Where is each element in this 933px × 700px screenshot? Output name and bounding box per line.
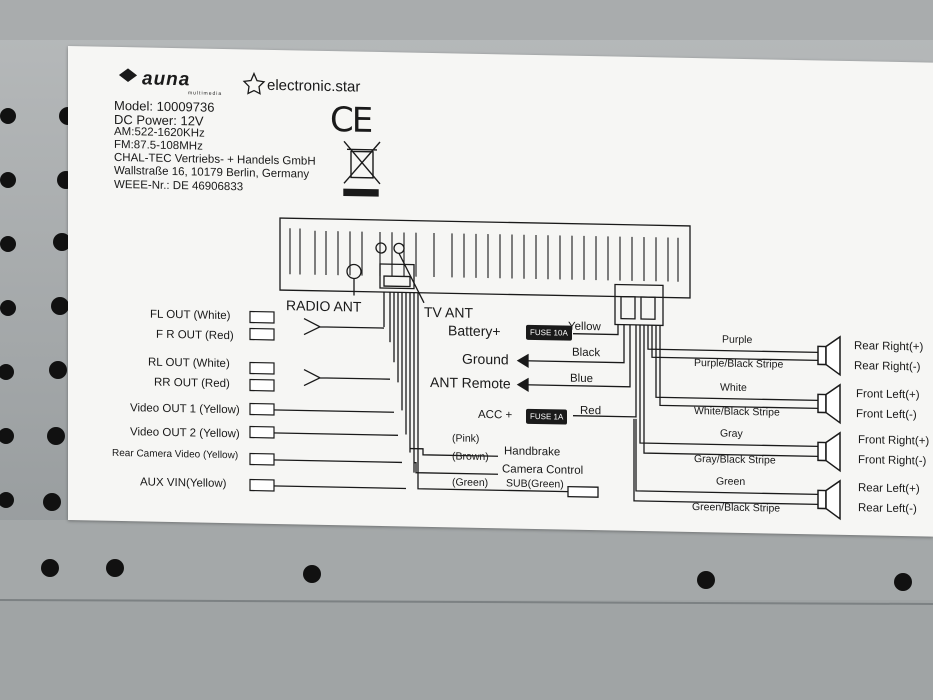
connector-fr-out: F R OUT (Red) (156, 328, 234, 343)
speaker-front-left-neg: Front Left(-) (856, 408, 917, 422)
power-battery-label: Battery+ (448, 322, 501, 340)
tv-ant-label: TV ANT (424, 303, 474, 321)
speaker-rear-left-neg: Rear Left(-) (858, 502, 917, 516)
wire-camera-control: Camera Control (502, 463, 584, 477)
head-unit-outline (279, 217, 691, 299)
connector-rr-out: RR OUT (Red) (154, 376, 230, 391)
spec-weee: WEEE-Nr.: DE 46906833 (114, 178, 244, 194)
left-harness-plug (379, 263, 415, 290)
wire-white-black: White/Black Stripe (694, 405, 780, 419)
wire-white: White (720, 381, 747, 395)
speaker-rear-left-pos: Rear Left(+) (858, 482, 920, 496)
rca-plug-icons (249, 310, 275, 492)
wire-gray: Gray (720, 427, 743, 440)
power-ant-remote-label: ANT Remote (430, 373, 511, 392)
wire-purple-black: Purple/Black Stripe (694, 357, 784, 371)
sub-plug-icon (567, 485, 599, 498)
wire-sub: SUB(Green) (506, 477, 564, 491)
radio-ant-label: RADIO ANT (286, 297, 362, 315)
right-harness-plug (614, 283, 664, 327)
auna-logo-icon (118, 68, 138, 82)
wire-green-color: (Green) (452, 476, 489, 490)
vent-slots (289, 228, 679, 282)
wiring-diagram (118, 68, 841, 521)
speaker-rear-right-pos: Rear Right(+) (854, 340, 924, 354)
connector-aux-vin: AUX VIN(Yellow) (140, 476, 227, 491)
brand-name: auna (142, 68, 191, 91)
spec-am: AM:522-1620KHz (114, 125, 205, 140)
ce-mark: CE (330, 100, 372, 141)
fuse-1a: FUSE 1A (526, 408, 568, 425)
chassis-holes (0, 107, 933, 591)
wire-pink-color: (Pink) (452, 432, 480, 445)
power-red: Red (580, 404, 602, 418)
wire-brown-color: (Brown) (452, 450, 489, 464)
speaker-front-right-pos: Front Right(+) (858, 434, 930, 448)
partner-brand: electronic.star (267, 76, 361, 96)
fuse-10a: FUSE 10A (526, 324, 572, 341)
wire-gray-black: Gray/Black Stripe (694, 453, 776, 467)
connector-rl-out: RL OUT (White) (148, 356, 230, 371)
speaker-front-left-pos: Front Left(+) (856, 388, 920, 402)
speaker-icons (817, 335, 841, 521)
weee-bin-icon (343, 140, 381, 197)
connector-video-out-2: Video OUT 2 (Yellow) (130, 426, 240, 441)
speaker-rear-right-neg: Rear Right(-) (854, 360, 921, 374)
brand-subtitle: multimedia (188, 90, 223, 97)
power-ground-label: Ground (462, 350, 509, 368)
wire-green: Green (716, 475, 746, 489)
radio-ant-socket (346, 263, 362, 280)
wire-handbrake: Handbrake (504, 445, 561, 459)
power-black: Black (572, 346, 601, 360)
speaker-front-right-neg: Front Right(-) (858, 454, 927, 468)
wire-purple: Purple (722, 333, 753, 347)
star-logo-icon (242, 71, 266, 95)
power-acc-label: ACC + (478, 408, 513, 422)
spec-fm: FM:87.5-108MHz (114, 138, 203, 153)
power-yellow: Yellow (568, 320, 601, 334)
connector-fl-out: FL OUT (White) (150, 308, 231, 323)
connector-video-out-1: Video OUT 1 (Yellow) (130, 402, 240, 417)
wire-green-black: Green/Black Stripe (692, 500, 781, 515)
power-blue: Blue (570, 372, 594, 386)
wiring-label-sticker: auna multimedia electronic.star Model: 1… (68, 46, 933, 537)
